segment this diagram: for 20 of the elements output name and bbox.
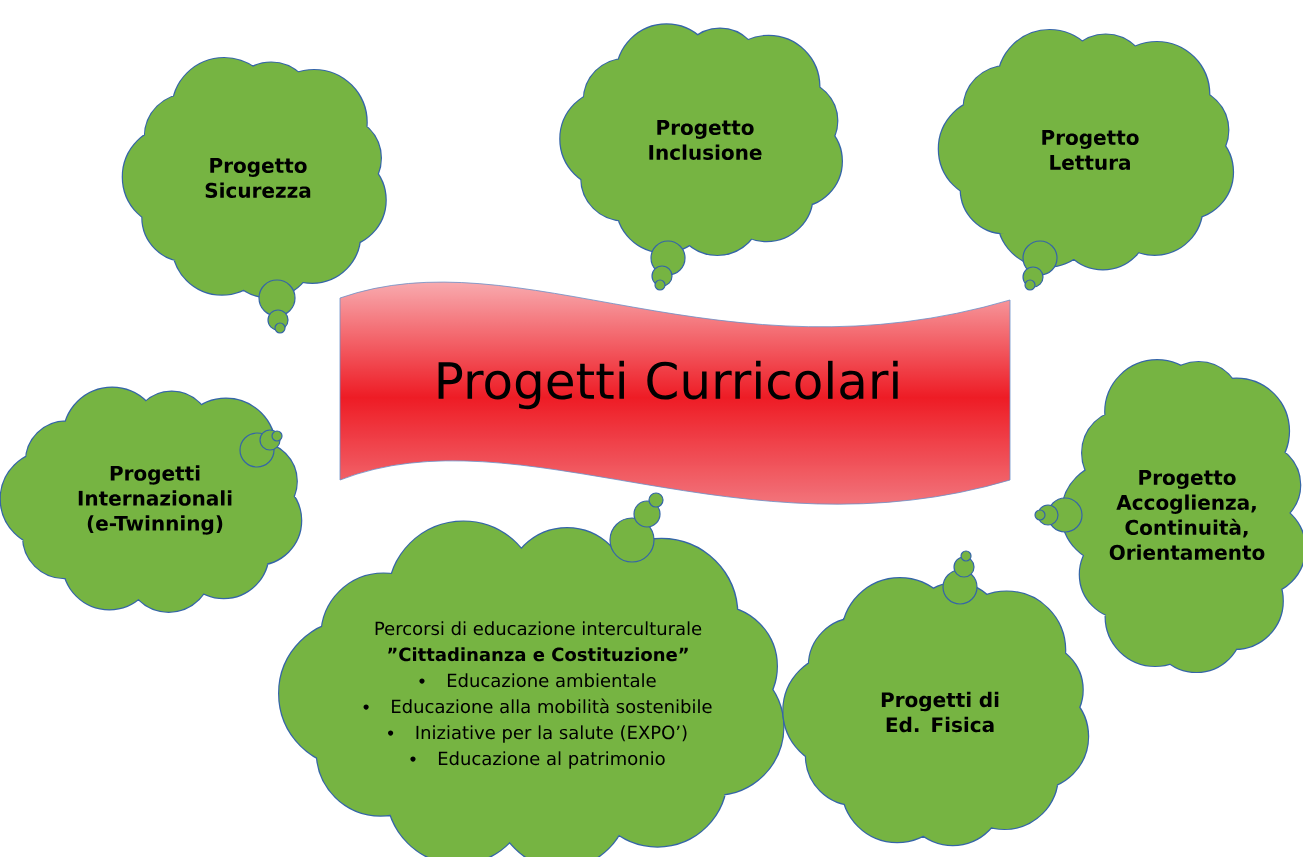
- node-label: Progetto Lettura: [1042, 130, 1139, 170]
- thought-cloud: Progetto Inclusione: [559, 23, 843, 291]
- thought-cloud: Progetto Accoglienza, Continuità, Orientamento: [1034, 359, 1303, 674]
- wavy-banner: Progetti Curricolari: [339, 281, 1011, 505]
- node-label: Progetto Inclusione: [649, 120, 762, 160]
- thought-cloud: Percorsi di educazione interculturale ”Cittadinanza e Costituzione” Educazione ambientale Educazione alla mobilità sostenibile Iniziative per la salute (EXPO’) Educazione al patrimonio: [278, 492, 785, 857]
- node-label: Educazione al patrimonio: [438, 751, 665, 769]
- node-label: Percorsi di educazione interculturale: [375, 621, 702, 636]
- node-label: Progetto Sicurezza: [205, 158, 311, 198]
- node-label: Iniziative per la salute (EXPO’): [416, 725, 687, 743]
- thought-cloud: Progetti Internazionali (e-Twinning): [0, 386, 303, 613]
- node-label: Progetti di Ed. Fisica: [881, 691, 999, 733]
- node-label: Progetti Internazionali (e-Twinning): [78, 465, 232, 535]
- thought-cloud: Progetto Lettura: [937, 28, 1235, 291]
- node-label: Progetto Accoglienza, Continuità, Orientamento: [1109, 470, 1265, 560]
- node-label: ”Cittadinanza e Costituzione”: [388, 647, 688, 662]
- thought-cloud: Progetti di Ed. Fisica: [782, 550, 1090, 847]
- thought-cloud: Progetto Sicurezza: [121, 56, 387, 334]
- node-label: Educazione alla mobilità sostenibile: [392, 698, 712, 714]
- node-label: Educazione ambientale: [447, 673, 656, 688]
